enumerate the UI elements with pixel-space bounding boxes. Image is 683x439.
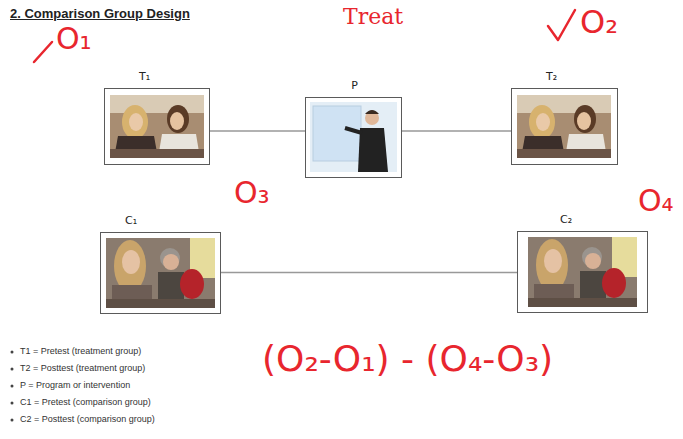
photo-box: C₂ — [517, 231, 648, 313]
photo-box: T₂ — [511, 88, 618, 165]
timeline-connector — [210, 130, 305, 132]
photo-box: C₁ — [100, 232, 221, 314]
classroom-photo — [517, 95, 611, 158]
observation-mark: O₂ — [580, 4, 618, 41]
key-item: T1 = Pretest (treatment group) — [20, 346, 141, 356]
timeline-connector — [402, 130, 511, 132]
timeline-connector — [221, 272, 517, 274]
stage-label: C₁ — [125, 214, 137, 227]
difference-formula: (O₂-O₁) - (O₄-O₃) — [262, 338, 553, 379]
classroom-photo — [110, 95, 204, 158]
photo-box: P — [305, 97, 402, 178]
slide-title: 2. Comparison Group Design — [10, 6, 190, 21]
pen-checkmark — [548, 10, 575, 40]
observation-mark: O₁ — [56, 22, 92, 57]
stage-label: T₁ — [139, 70, 150, 83]
group-photo — [528, 237, 637, 307]
key-item: P = Program or intervention — [20, 380, 130, 390]
stage-label: C₂ — [560, 213, 572, 226]
key-item: C1 = Pretest (comparison group) — [20, 397, 151, 407]
observation-mark: O₄ — [638, 184, 674, 219]
bullets — [11, 351, 14, 422]
photo-box: T₁ — [104, 88, 210, 165]
handwritten-note: Treat — [343, 4, 403, 29]
observation-mark: O₃ — [234, 176, 270, 211]
group-photo — [106, 238, 215, 308]
key-item: T2 = Posttest (treatment group) — [20, 363, 145, 373]
stage-label: P — [351, 79, 358, 92]
stage-label: T₂ — [546, 70, 557, 83]
teacher-photo — [310, 102, 397, 172]
pen-slash — [34, 42, 52, 62]
key-item: C2 = Posttest (comparison group) — [20, 414, 155, 424]
